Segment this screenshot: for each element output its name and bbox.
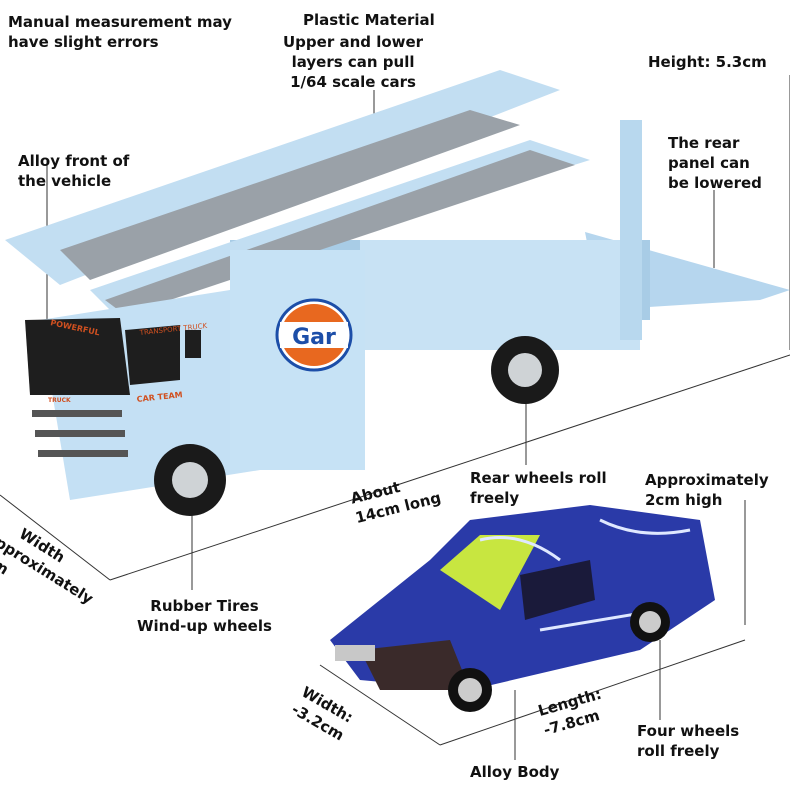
material-label: Plastic Material: [303, 11, 435, 29]
gar-logo: Gar: [292, 325, 336, 350]
height-label: Height: 5.3cm: [648, 53, 767, 71]
truck-decal: TRUCK: [48, 397, 71, 404]
alloy-body-label: Alloy Body: [470, 763, 560, 781]
dimension-lines: [0, 75, 790, 760]
truck-image: Gar POWERFUL TRANSPORT TRUCK CAR TEAM TR…: [5, 70, 790, 516]
car-image: [330, 505, 715, 712]
